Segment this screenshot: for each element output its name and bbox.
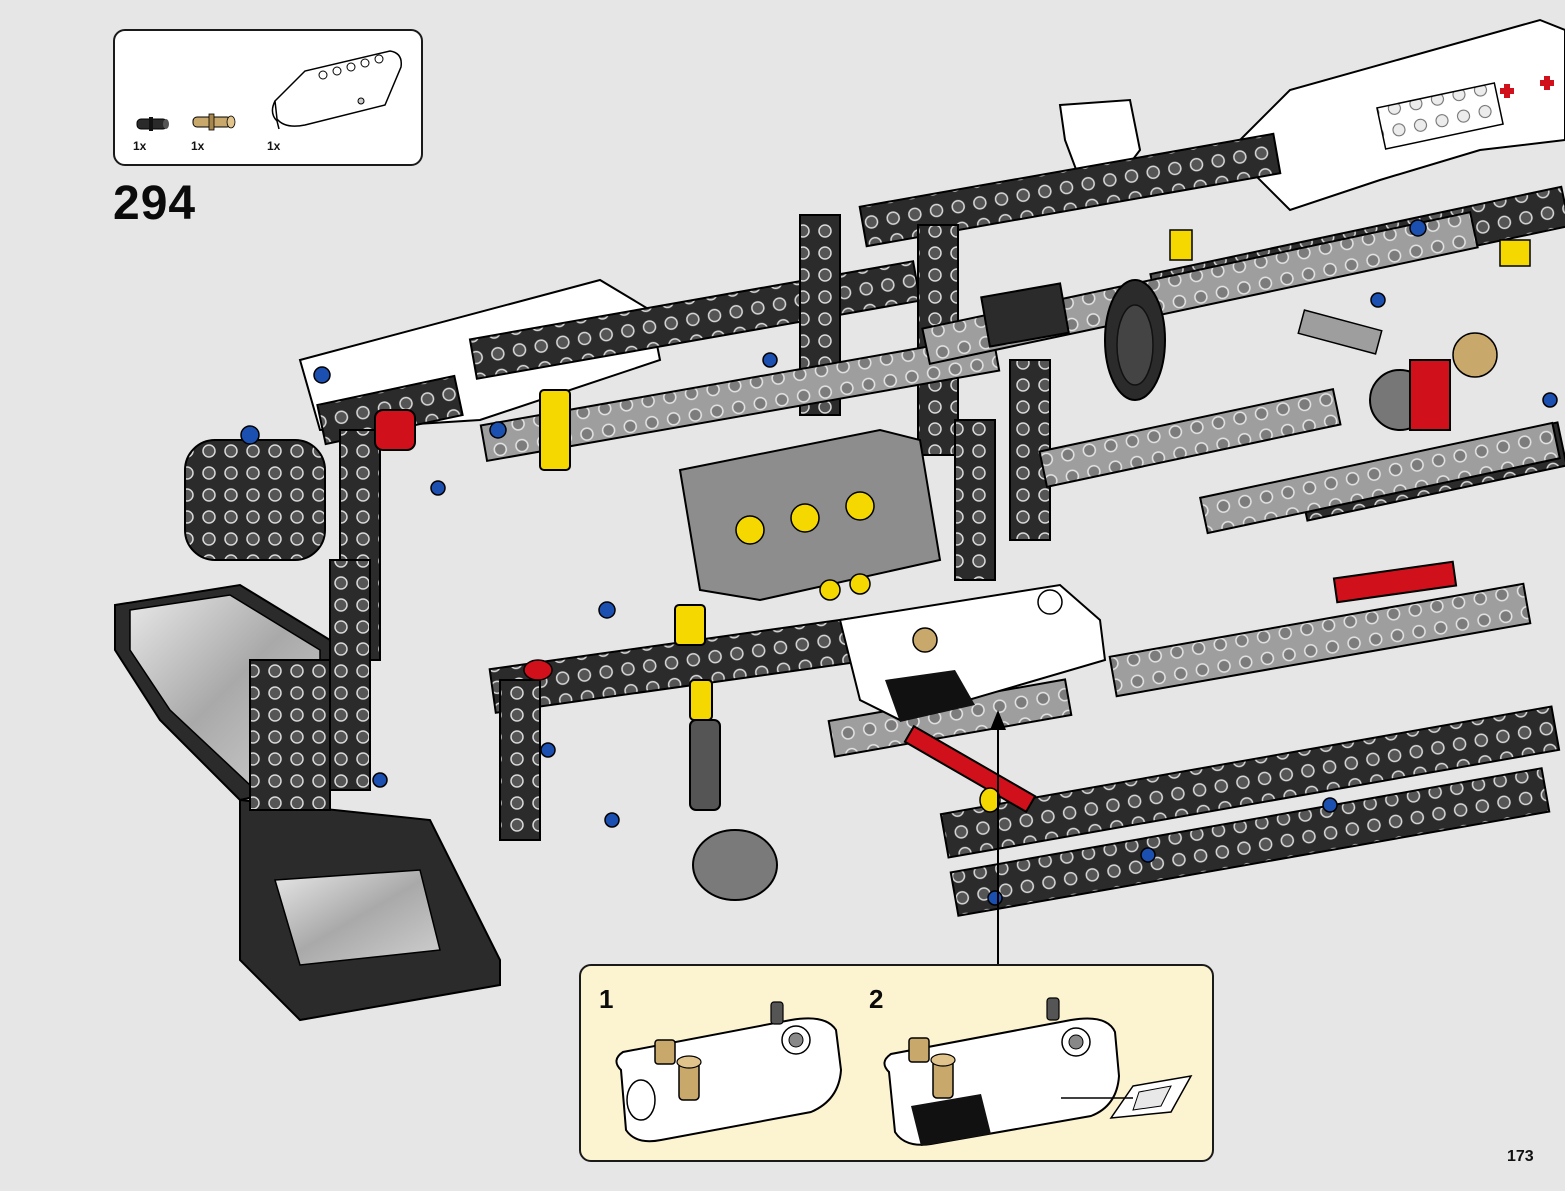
engine-block <box>678 428 942 602</box>
part-quantity: 1x <box>191 139 205 153</box>
gearbox <box>1297 309 1498 431</box>
sub-step-number: 1 <box>599 984 614 1014</box>
panel-with-pin-icon <box>601 990 851 1150</box>
attached-white-panel <box>838 583 1107 722</box>
blue-pins <box>240 219 1558 906</box>
part-quantity: 1x <box>133 139 147 153</box>
page-number: 173 <box>1507 1148 1534 1165</box>
part-quantity: 1x <box>267 139 281 153</box>
parts-list-box: 1x 1x 1x <box>113 29 423 166</box>
black-pin-icon <box>135 113 171 135</box>
tan-axle-pin-icon <box>191 109 237 135</box>
sub-assembly-callout: 1 2 <box>579 964 1214 1162</box>
yellow-connectors <box>539 229 1531 813</box>
panel-with-sticker-icon <box>871 986 1211 1151</box>
steering-wheel <box>980 279 1166 401</box>
sub-step-number: 2 <box>869 984 884 1014</box>
white-panel-icon <box>265 43 405 135</box>
red-axles <box>374 409 1458 814</box>
shock-absorber <box>689 719 778 901</box>
callout-arrow <box>990 710 1006 964</box>
step-number: 294 <box>113 177 197 230</box>
